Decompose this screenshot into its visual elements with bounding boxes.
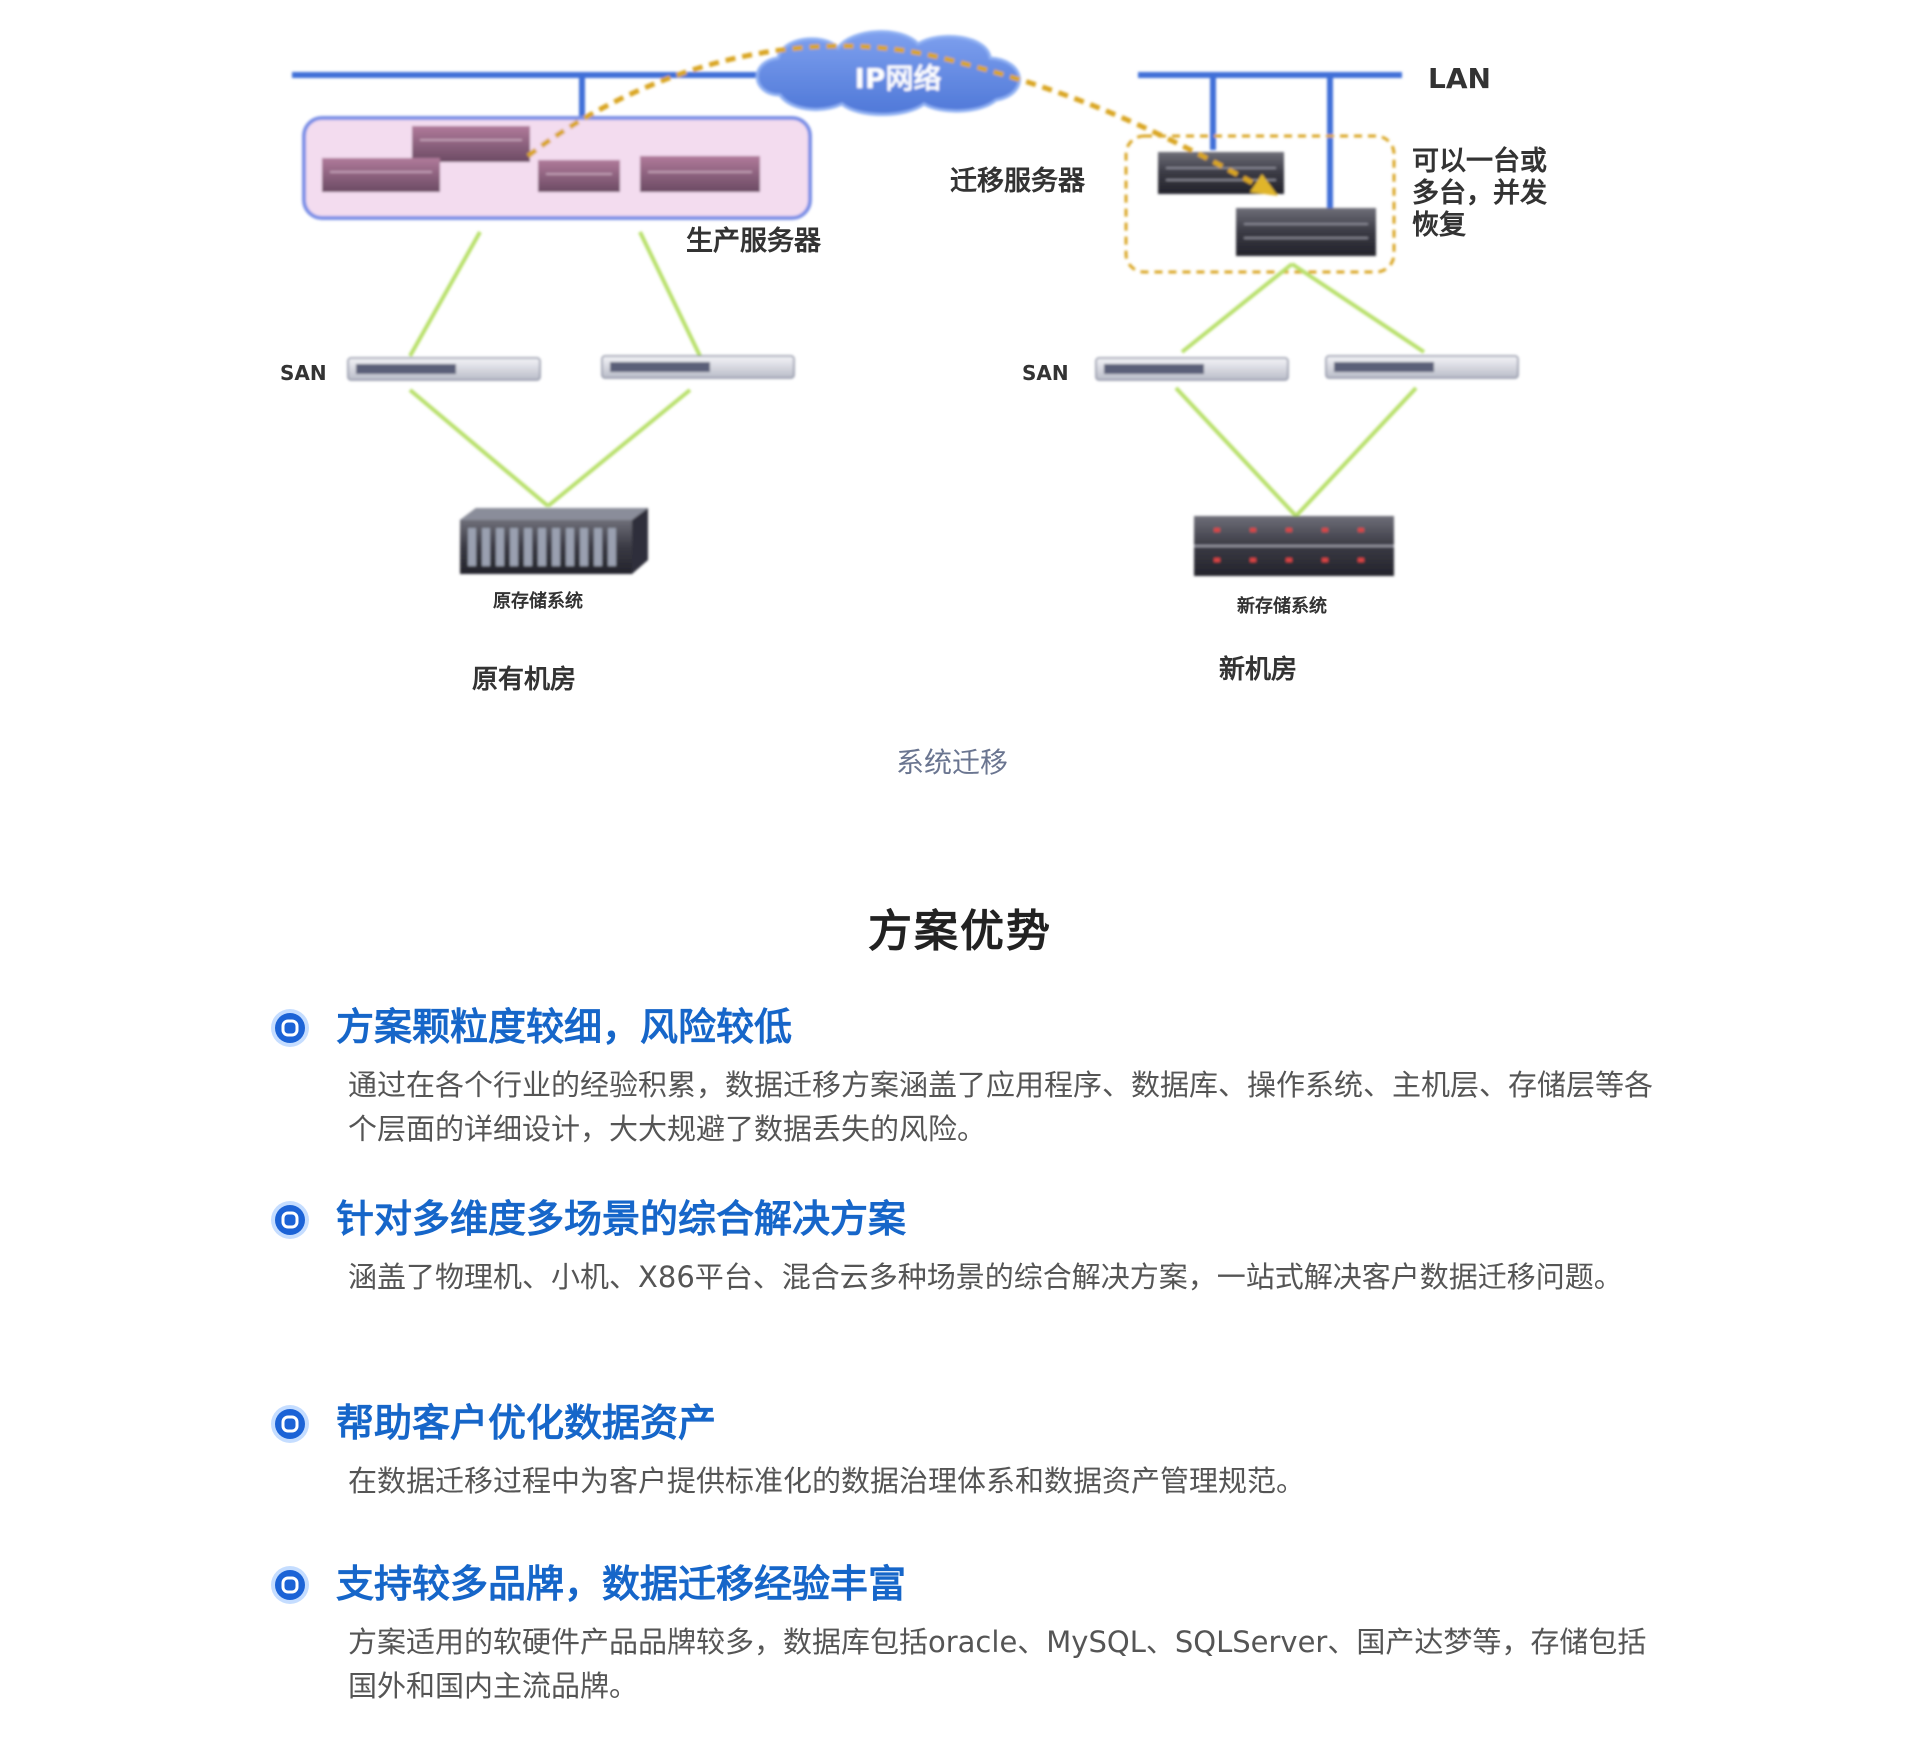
- ring-bullet-icon: [270, 1008, 310, 1048]
- lan-label: LAN: [1428, 62, 1491, 95]
- advantage-item-4: 支持较多品牌，数据迁移经验丰富 方案适用的软硬件产品品牌较多，数据库包括orac…: [270, 1562, 1690, 1708]
- new-storage-label: 新存储系统: [1237, 595, 1327, 617]
- recovery-note-line-3: 恢复: [1412, 210, 1467, 241]
- new-storage-array: [1194, 516, 1394, 576]
- production-servers-label: 生产服务器: [686, 226, 822, 257]
- old-storage-array: [460, 508, 648, 574]
- san-switch-left-2: [601, 355, 795, 379]
- advantage-body: 方案适用的软硬件产品品牌较多，数据库包括oracle、MySQL、SQLServ…: [348, 1624, 1647, 1703]
- recovery-note-line-1: 可以一台或: [1412, 145, 1547, 177]
- migration-server-group: [1124, 134, 1396, 274]
- target-server-unit: [1236, 208, 1376, 256]
- san-links-right: [1174, 262, 1426, 518]
- production-server-unit: [538, 160, 620, 192]
- san-switch-left-1: [347, 357, 541, 381]
- diagram-caption: 系统迁移: [896, 746, 1008, 779]
- advantage-title: 支持较多品牌，数据迁移经验丰富: [336, 1562, 907, 1606]
- ring-bullet-icon: [270, 1200, 310, 1240]
- ip-network-label: IP网络: [855, 62, 942, 95]
- advantage-item-2: 针对多维度多场景的综合解决方案 涵盖了物理机、小机、X86平台、混合云多种场景的…: [270, 1197, 1690, 1299]
- ip-network-cloud: [755, 30, 1021, 116]
- advantage-item-1: 方案颗粒度较细，风险较低 通过在各个行业的经验积累，数据迁移方案涵盖了应用程序、…: [270, 1005, 1690, 1151]
- ring-bullet-icon: [270, 1404, 310, 1444]
- production-server-unit: [412, 126, 530, 162]
- advantage-body: 在数据迁移过程中为客户提供标准化的数据治理体系和数据资产管理规范。: [348, 1463, 1306, 1498]
- advantage-title: 针对多维度多场景的综合解决方案: [336, 1197, 907, 1241]
- production-server-unit: [322, 158, 440, 192]
- san-links-left: [408, 231, 702, 508]
- advantage-title: 方案颗粒度较细，风险较低: [336, 1005, 793, 1049]
- system-migration-diagram: IP网络: [280, 30, 1547, 779]
- migration-server-label: 迁移服务器: [950, 166, 1086, 197]
- old-room-label: 原有机房: [472, 665, 576, 695]
- migration-arrow-head: [1250, 174, 1278, 196]
- advantage-body: 涵盖了物理机、小机、X86平台、混合云多种场景的综合解决方案，一站式解决客户数据…: [348, 1259, 1623, 1294]
- san-left-label: SAN: [280, 361, 327, 385]
- migration-path-arrow: [526, 43, 1264, 191]
- lan-line-left: [292, 72, 770, 118]
- production-server-unit: [640, 156, 760, 192]
- section-title: 方案优势: [868, 906, 1052, 957]
- san-switch-right-1: [1095, 357, 1289, 381]
- old-storage-label: 原存储系统: [493, 590, 583, 612]
- production-server-group: [302, 116, 812, 220]
- recovery-note-line-2: 多台，并发: [1412, 177, 1547, 209]
- new-room-label: 新机房: [1219, 654, 1297, 685]
- advantage-item-3: 帮助客户优化数据资产 在数据迁移过程中为客户提供标准化的数据治理体系和数据资产管…: [270, 1401, 1690, 1503]
- advantage-title: 帮助客户优化数据资产: [336, 1401, 717, 1445]
- san-right-label: SAN: [1022, 361, 1069, 385]
- advantage-body: 通过在各个行业的经验积累，数据迁移方案涵盖了应用程序、数据库、操作系统、主机层、…: [348, 1067, 1654, 1146]
- ring-bullet-icon: [270, 1565, 310, 1605]
- lan-line-right: [1138, 72, 1402, 210]
- san-switch-right-2: [1325, 355, 1519, 379]
